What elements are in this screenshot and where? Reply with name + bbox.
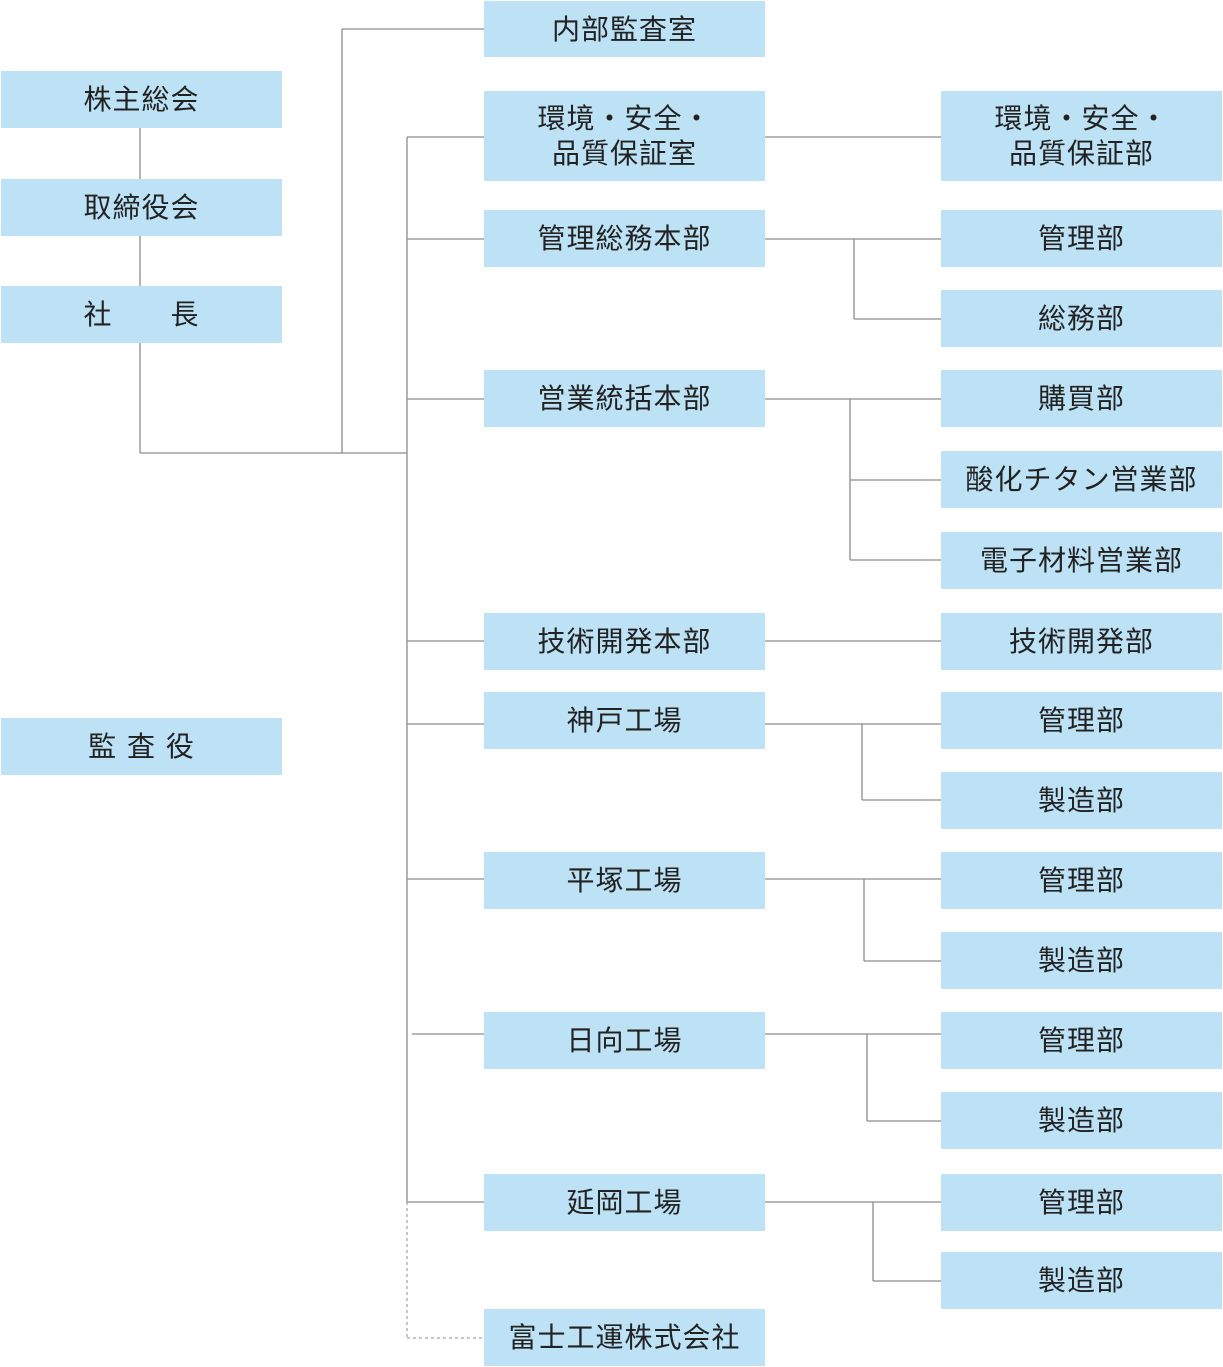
hiratsuka-plant-box: 平塚工場 (484, 852, 765, 909)
nobeoka-plant-box: 延岡工場 (484, 1174, 765, 1231)
general-affairs-dept-box: 総務部 (941, 290, 1222, 347)
nobeoka-management-dept-box: 管理部 (941, 1174, 1222, 1231)
hyuga-plant-box: 日向工場 (484, 1012, 765, 1069)
esq-dept-box: 環境・安全・ 品質保証部 (941, 91, 1222, 181)
kobe-management-dept-box: 管理部 (941, 692, 1222, 749)
hyuga-manufacturing-dept-box: 製造部 (941, 1092, 1222, 1149)
auditors-box: 監 査 役 (1, 718, 282, 775)
tech-dev-dept-box: 技術開発部 (941, 613, 1222, 670)
sales-hq-box: 営業統括本部 (484, 370, 765, 427)
president-box: 社 長 (1, 286, 282, 343)
internal-audit-office-box: 内部監査室 (484, 1, 765, 57)
board-of-directors-box: 取締役会 (1, 179, 282, 236)
tio2-sales-dept-box: 酸化チタン営業部 (941, 451, 1222, 508)
electronic-materials-sales-dept-box: 電子材料営業部 (941, 532, 1222, 589)
kobe-plant-box: 神戸工場 (484, 692, 765, 749)
shareholders-meeting-box: 株主総会 (1, 71, 282, 128)
admin-management-dept-box: 管理部 (941, 210, 1222, 267)
fuji-kounn-company-box: 富士工運株式会社 (484, 1309, 765, 1366)
admin-hq-box: 管理総務本部 (484, 210, 765, 267)
kobe-manufacturing-dept-box: 製造部 (941, 772, 1222, 829)
tech-hq-box: 技術開発本部 (484, 613, 765, 670)
hiratsuka-management-dept-box: 管理部 (941, 852, 1222, 909)
nobeoka-manufacturing-dept-box: 製造部 (941, 1252, 1222, 1309)
hyuga-management-dept-box: 管理部 (941, 1012, 1222, 1069)
purchasing-dept-box: 購買部 (941, 370, 1222, 427)
esq-office-box: 環境・安全・ 品質保証室 (484, 91, 765, 181)
hiratsuka-manufacturing-dept-box: 製造部 (941, 932, 1222, 989)
